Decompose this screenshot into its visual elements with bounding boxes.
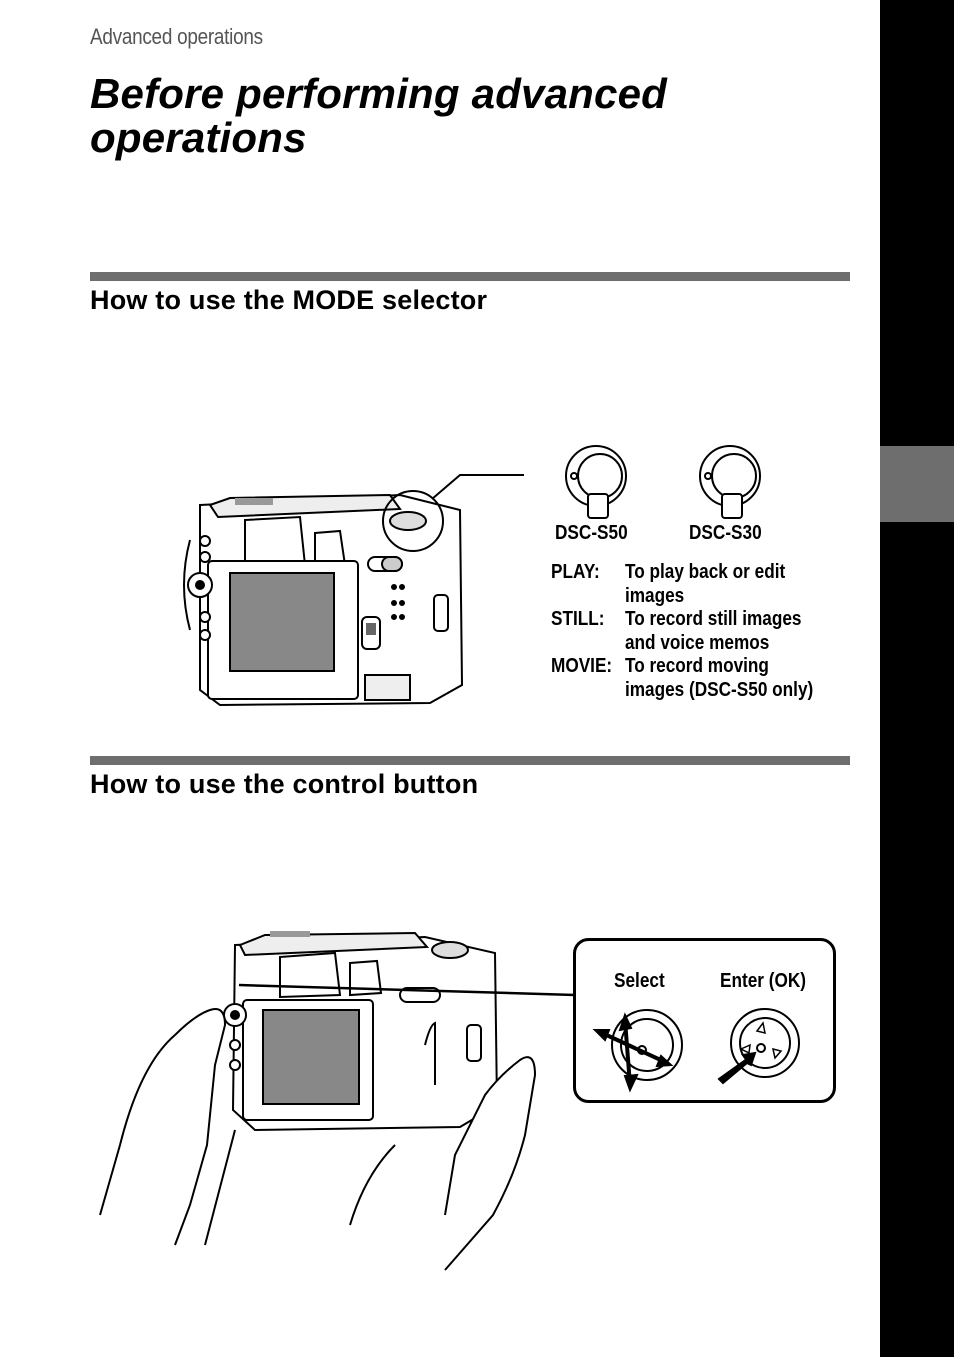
control-button-select-icon [592, 1009, 683, 1093]
page-title: Before performing advanced operations [90, 70, 667, 161]
enter-label: Enter (OK) [720, 970, 806, 992]
control-button-enter-icon [717, 1008, 800, 1085]
control-button-heading: How to use the control button [90, 769, 479, 799]
section-rule [90, 756, 850, 765]
model-label-dsc-s50: DSC-S50 [555, 522, 628, 544]
camera-rear-illustration [183, 474, 524, 707]
model-label-dsc-s30: DSC-S30 [689, 522, 762, 544]
select-label: Select [614, 970, 665, 992]
mode-description: To record moving images (DSC-S50 only) [624, 655, 814, 701]
mode-description: To play back or edit images [624, 561, 786, 607]
section-label: Advanced operations [90, 24, 263, 49]
section-rule [90, 272, 850, 281]
mode-name: MOVIE: [551, 655, 613, 677]
mode-list: PLAY: To play back or edit images STILL:… [551, 561, 835, 702]
hands-holding-camera-illustration [99, 931, 576, 1271]
mode-description: To record still images and voice memos [624, 608, 802, 654]
chapter-tab [880, 446, 954, 522]
side-edge-strip [880, 0, 954, 1357]
mode-dial-dsc-s30 [699, 445, 761, 519]
mode-selector-heading: How to use the MODE selector [90, 285, 488, 315]
mode-dial-dsc-s50 [565, 445, 627, 519]
mode-name: STILL: [551, 608, 605, 630]
mode-item-still: STILL: To record still images and voice … [551, 608, 835, 655]
mode-name: PLAY: [551, 561, 600, 583]
mode-item-play: PLAY: To play back or edit images [551, 561, 835, 608]
mode-item-movie: MOVIE: To record moving images (DSC-S50 … [551, 655, 835, 702]
